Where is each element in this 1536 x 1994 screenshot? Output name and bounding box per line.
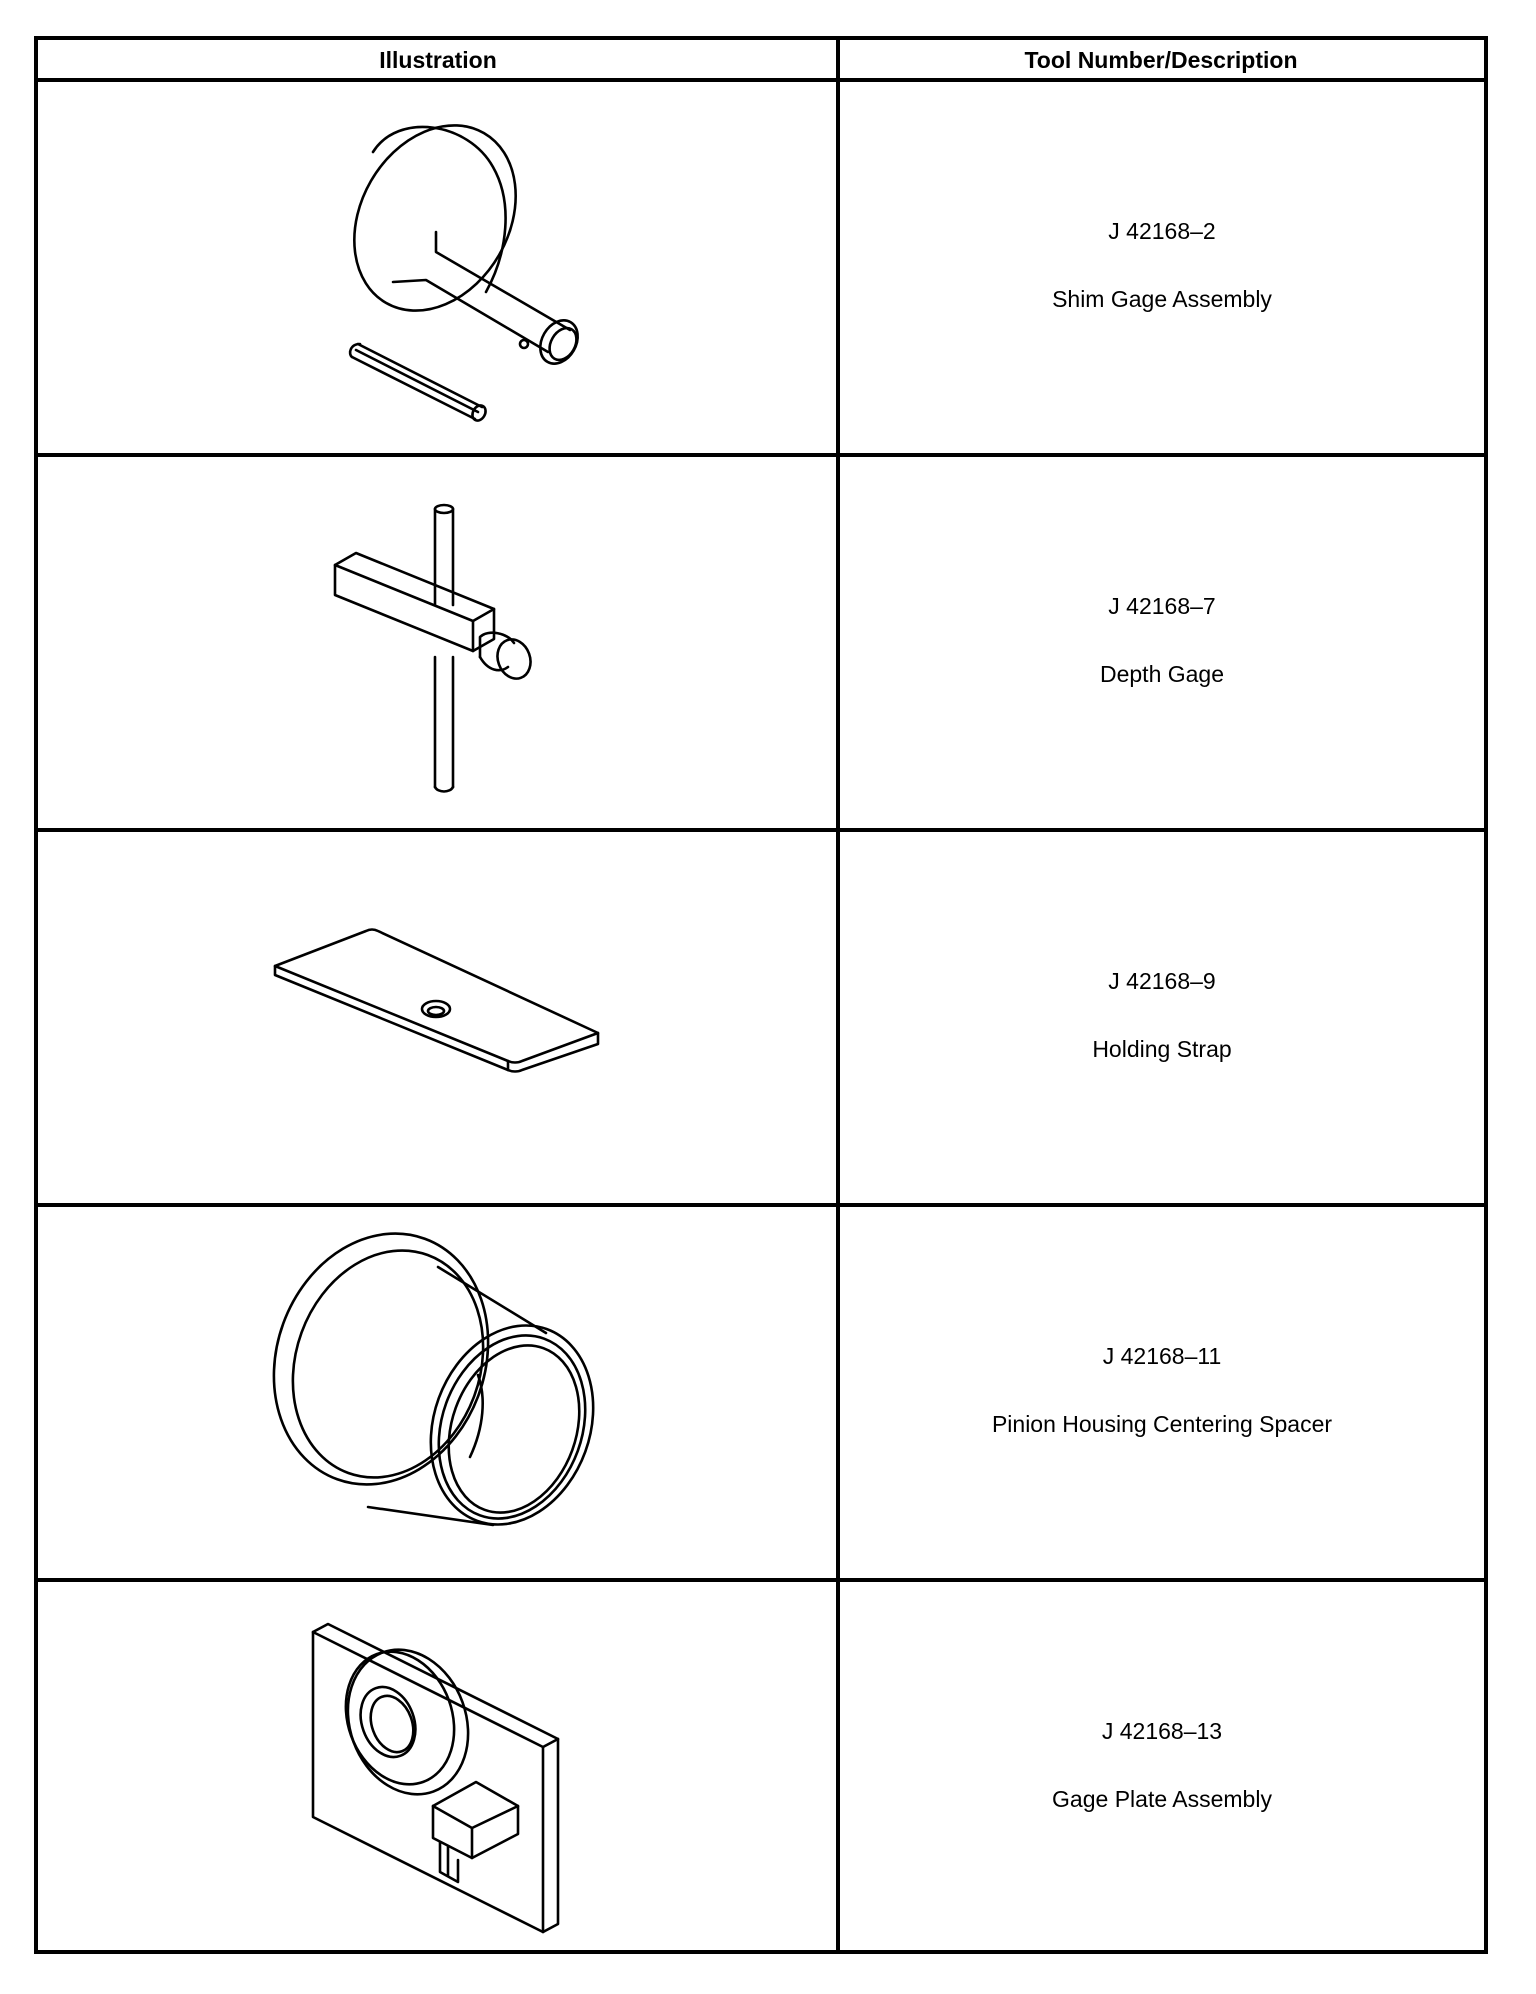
column-divider xyxy=(836,40,840,1950)
tool-cell: J 42168–13 Gage Plate Assembly xyxy=(840,1582,1484,1953)
tool-description: Depth Gage xyxy=(1099,661,1225,687)
depth-gage-illustration xyxy=(38,457,836,828)
centering-spacer-illustration xyxy=(38,1207,836,1578)
header-tool: Tool Number/Description xyxy=(1024,47,1298,73)
tool-number: J 42168–9 xyxy=(1108,968,1216,994)
shim-gage-assembly-illustration xyxy=(38,82,836,453)
tool-number: J 42168–7 xyxy=(1108,593,1216,619)
tool-description: Holding Strap xyxy=(1092,1036,1232,1062)
gage-plate-assembly-illustration xyxy=(38,1582,836,1953)
tool-description: Pinion Housing Centering Spacer xyxy=(991,1411,1333,1437)
tool-cell: J 42168–11 Pinion Housing Centering Spac… xyxy=(840,1207,1484,1578)
header-illustration: Illustration xyxy=(379,47,497,73)
tool-number: J 42168–11 xyxy=(1102,1343,1222,1369)
tool-cell: J 42168–9 Holding Strap xyxy=(840,832,1484,1203)
tool-number: J 42168–13 xyxy=(1101,1718,1223,1744)
tool-number: J 42168–2 xyxy=(1108,218,1216,244)
table-row: J 42168–2 Shim Gage Assembly xyxy=(38,82,1484,457)
table-row: J 42168–13 Gage Plate Assembly xyxy=(38,1582,1484,1957)
table-header: Illustration Tool Number/Description xyxy=(38,40,1484,82)
tool-cell: J 42168–2 Shim Gage Assembly xyxy=(840,82,1484,453)
holding-strap-illustration xyxy=(38,832,836,1203)
table-row: J 42168–9 Holding Strap xyxy=(38,832,1484,1207)
tool-description: Shim Gage Assembly xyxy=(1052,286,1272,312)
tool-table: Illustration Tool Number/Description xyxy=(34,36,1488,1954)
tool-cell: J 42168–7 Depth Gage xyxy=(840,457,1484,828)
table-row: J 42168–7 Depth Gage xyxy=(38,457,1484,832)
tool-description: Gage Plate Assembly xyxy=(1052,1786,1272,1812)
table-row: J 42168–11 Pinion Housing Centering Spac… xyxy=(38,1207,1484,1582)
